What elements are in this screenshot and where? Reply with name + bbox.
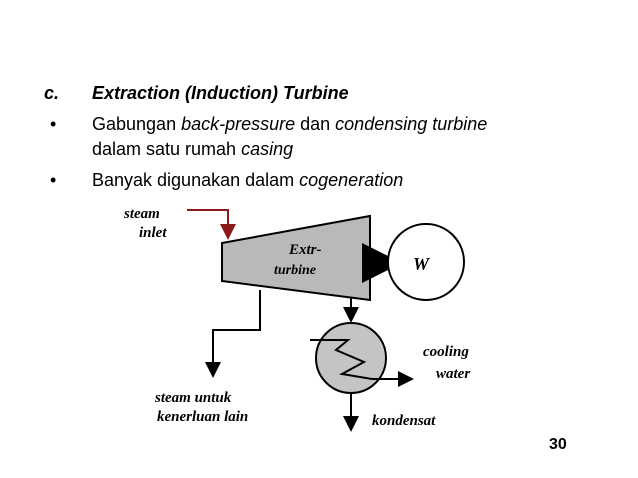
bullet-1-line-2: dalam satu rumah casing — [92, 138, 293, 160]
turbine-body — [221, 214, 371, 302]
label-extraction-2: kenerluan lain — [157, 409, 248, 425]
label-extraction-1: steam untuk — [154, 390, 232, 406]
label-steam-inlet-1: steam — [123, 206, 160, 222]
bullet-1-text-c: dan — [295, 114, 336, 134]
bullet-1-text-e: dalam satu rumah — [92, 139, 242, 159]
bullet-2-text-b: cogeneration — [299, 170, 404, 190]
condenser-circle — [315, 322, 387, 394]
page-number: 30 — [549, 436, 567, 453]
bullet-1-text-b: back-pressure — [181, 114, 296, 134]
bullet-symbol-1: • — [50, 114, 57, 134]
bullet-1-text-d: condensing turbine — [335, 114, 488, 134]
label-steam-inlet-2: inlet — [139, 225, 167, 241]
bullet-2-line-1: Banyak digunakan dalam cogeneration — [92, 169, 403, 191]
label-cooling-1: cooling — [423, 344, 469, 360]
label-turbine-1: Extr- — [288, 242, 322, 258]
label-cooling-2: water — [436, 366, 470, 382]
bullet-1-text-f: casing — [241, 139, 294, 159]
label-work: W — [413, 254, 431, 274]
cooling-coil — [310, 339, 414, 387]
bullet-symbol-2: • — [50, 170, 57, 190]
bullet-1-text-a: Gabungan — [92, 114, 182, 134]
heading-title: Extraction (Induction) Turbine — [92, 83, 349, 103]
label-turbine-2: turbine — [274, 263, 316, 278]
steam-inlet-arrow — [187, 209, 236, 240]
extraction-line — [205, 290, 261, 378]
work-output-circle — [387, 223, 465, 301]
label-condensate: kondensat — [372, 413, 436, 429]
bullet-2-text-a: Banyak digunakan dalam — [92, 170, 300, 190]
bullet-1-line-1: Gabungan back-pressure dan condensing tu… — [92, 113, 487, 135]
heading-marker: c. — [44, 83, 60, 103]
